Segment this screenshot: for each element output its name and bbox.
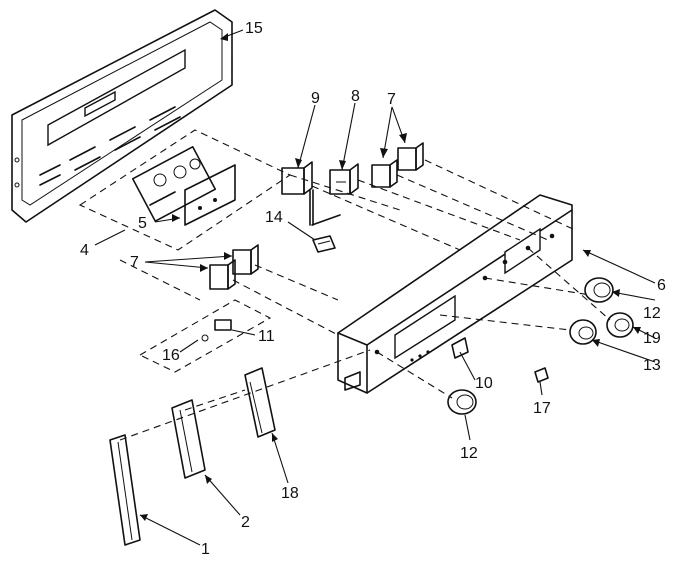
part-14-bracket [312, 235, 336, 253]
part-10-clip [451, 337, 469, 359]
callout-labels: 15 9 8 7 5 4 14 7 6 12 19 13 11 16 10 17… [80, 20, 666, 558]
part-18-bracket [244, 367, 276, 438]
leader-lines [94, 29, 656, 546]
callout-7-left: 7 [130, 254, 139, 271]
part-2-side-trim [171, 399, 206, 479]
callout-9: 9 [311, 90, 320, 107]
callout-14: 14 [265, 209, 283, 226]
part-6-control-panel [337, 194, 573, 394]
callout-10: 10 [475, 375, 493, 392]
part-7-left-switches [209, 244, 259, 290]
callout-15: 15 [245, 20, 263, 37]
callout-4: 4 [80, 242, 89, 259]
callout-2: 2 [241, 514, 250, 531]
callout-11: 11 [258, 328, 275, 345]
callout-16: 16 [162, 347, 180, 364]
callout-13: 13 [643, 357, 661, 374]
callout-7-top: 7 [387, 91, 396, 108]
part-13-knob [569, 319, 597, 345]
part-19-knob [606, 312, 634, 338]
part-9-switch [281, 161, 341, 226]
callout-8: 8 [351, 88, 360, 105]
part-17-indicator [534, 367, 549, 383]
part-8-switch [329, 163, 359, 195]
part-11-plate [138, 299, 272, 373]
callout-12-upper: 12 [643, 305, 661, 322]
part-1-side-trim [109, 434, 141, 546]
callout-12-lower: 12 [460, 445, 478, 462]
callout-17: 17 [533, 400, 551, 417]
part-12-knob-upper [584, 277, 614, 303]
part-4-clock-panel [78, 129, 292, 251]
callout-1: 1 [201, 541, 210, 558]
part-12-knob-lower [447, 389, 477, 415]
part-15-back-panel [11, 9, 233, 223]
callout-6: 6 [657, 277, 666, 294]
part-7-top-switches [371, 142, 424, 188]
assembly-lines [119, 55, 611, 441]
callout-5: 5 [138, 215, 147, 232]
callout-19: 19 [643, 330, 661, 347]
callout-18: 18 [281, 485, 299, 502]
